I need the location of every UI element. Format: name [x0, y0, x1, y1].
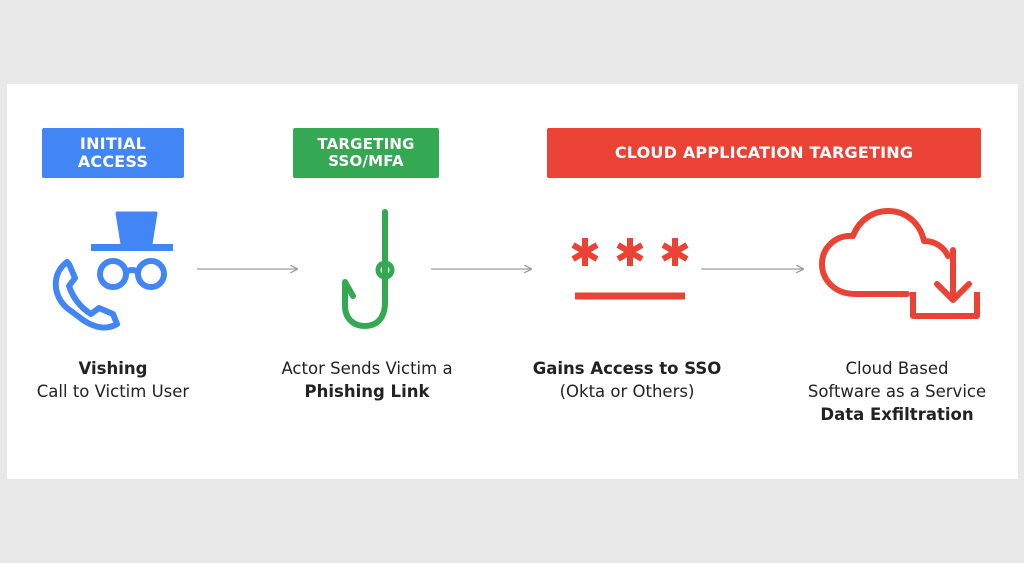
- cloud-targeting-label: CLOUD APPLICATION TARGETING: [614, 142, 914, 162]
- step-1-title: Vishing: [78, 359, 148, 378]
- spy-phone-icon: [52, 211, 173, 331]
- targeting-label-line2: SSO/MFA: [328, 152, 404, 170]
- step-1-detail: Call to Victim User: [36, 382, 190, 401]
- initial-access-badge: INITIAL ACCESS: [42, 128, 184, 178]
- asterisk-2: [616, 238, 644, 266]
- targeting-label-line1: TARGETING: [317, 134, 415, 153]
- cloud-application-targeting-badge: CLOUD APPLICATION TARGETING: [547, 128, 981, 178]
- step-3-title: Gains Access to SSO: [532, 359, 722, 378]
- cloud-download-icon: [819, 208, 980, 319]
- asterisk-1: [571, 238, 599, 266]
- fishing-hook-icon: [342, 209, 395, 329]
- targeting-sso-mfa-badge: TARGETING SSO/MFA: [293, 128, 439, 178]
- password-icon: [571, 238, 689, 300]
- step-exfiltration-caption: Cloud Based Software as a Service Data E…: [797, 357, 997, 426]
- diagram-panel: INITIAL ACCESS TARGETING SSO/MFA CLOUD A…: [7, 84, 1018, 479]
- step-4-detail-1: Cloud Based: [845, 359, 949, 378]
- step-phishing-caption: Actor Sends Victim a Phishing Link: [267, 357, 467, 403]
- step-2-title: Phishing Link: [304, 382, 430, 401]
- step-2-detail: Actor Sends Victim a: [281, 359, 453, 378]
- step-4-detail-2: Software as a Service: [807, 382, 987, 401]
- step-sso-caption: Gains Access to SSO (Okta or Others): [517, 357, 737, 403]
- asterisk-3: [661, 238, 689, 266]
- flow-icons: [52, 208, 980, 331]
- step-4-title: Data Exfiltration: [820, 405, 974, 424]
- initial-access-label: INITIAL ACCESS: [77, 133, 149, 171]
- step-3-detail: (Okta or Others): [559, 382, 695, 401]
- step-vishing-caption: Vishing Call to Victim User: [23, 357, 203, 403]
